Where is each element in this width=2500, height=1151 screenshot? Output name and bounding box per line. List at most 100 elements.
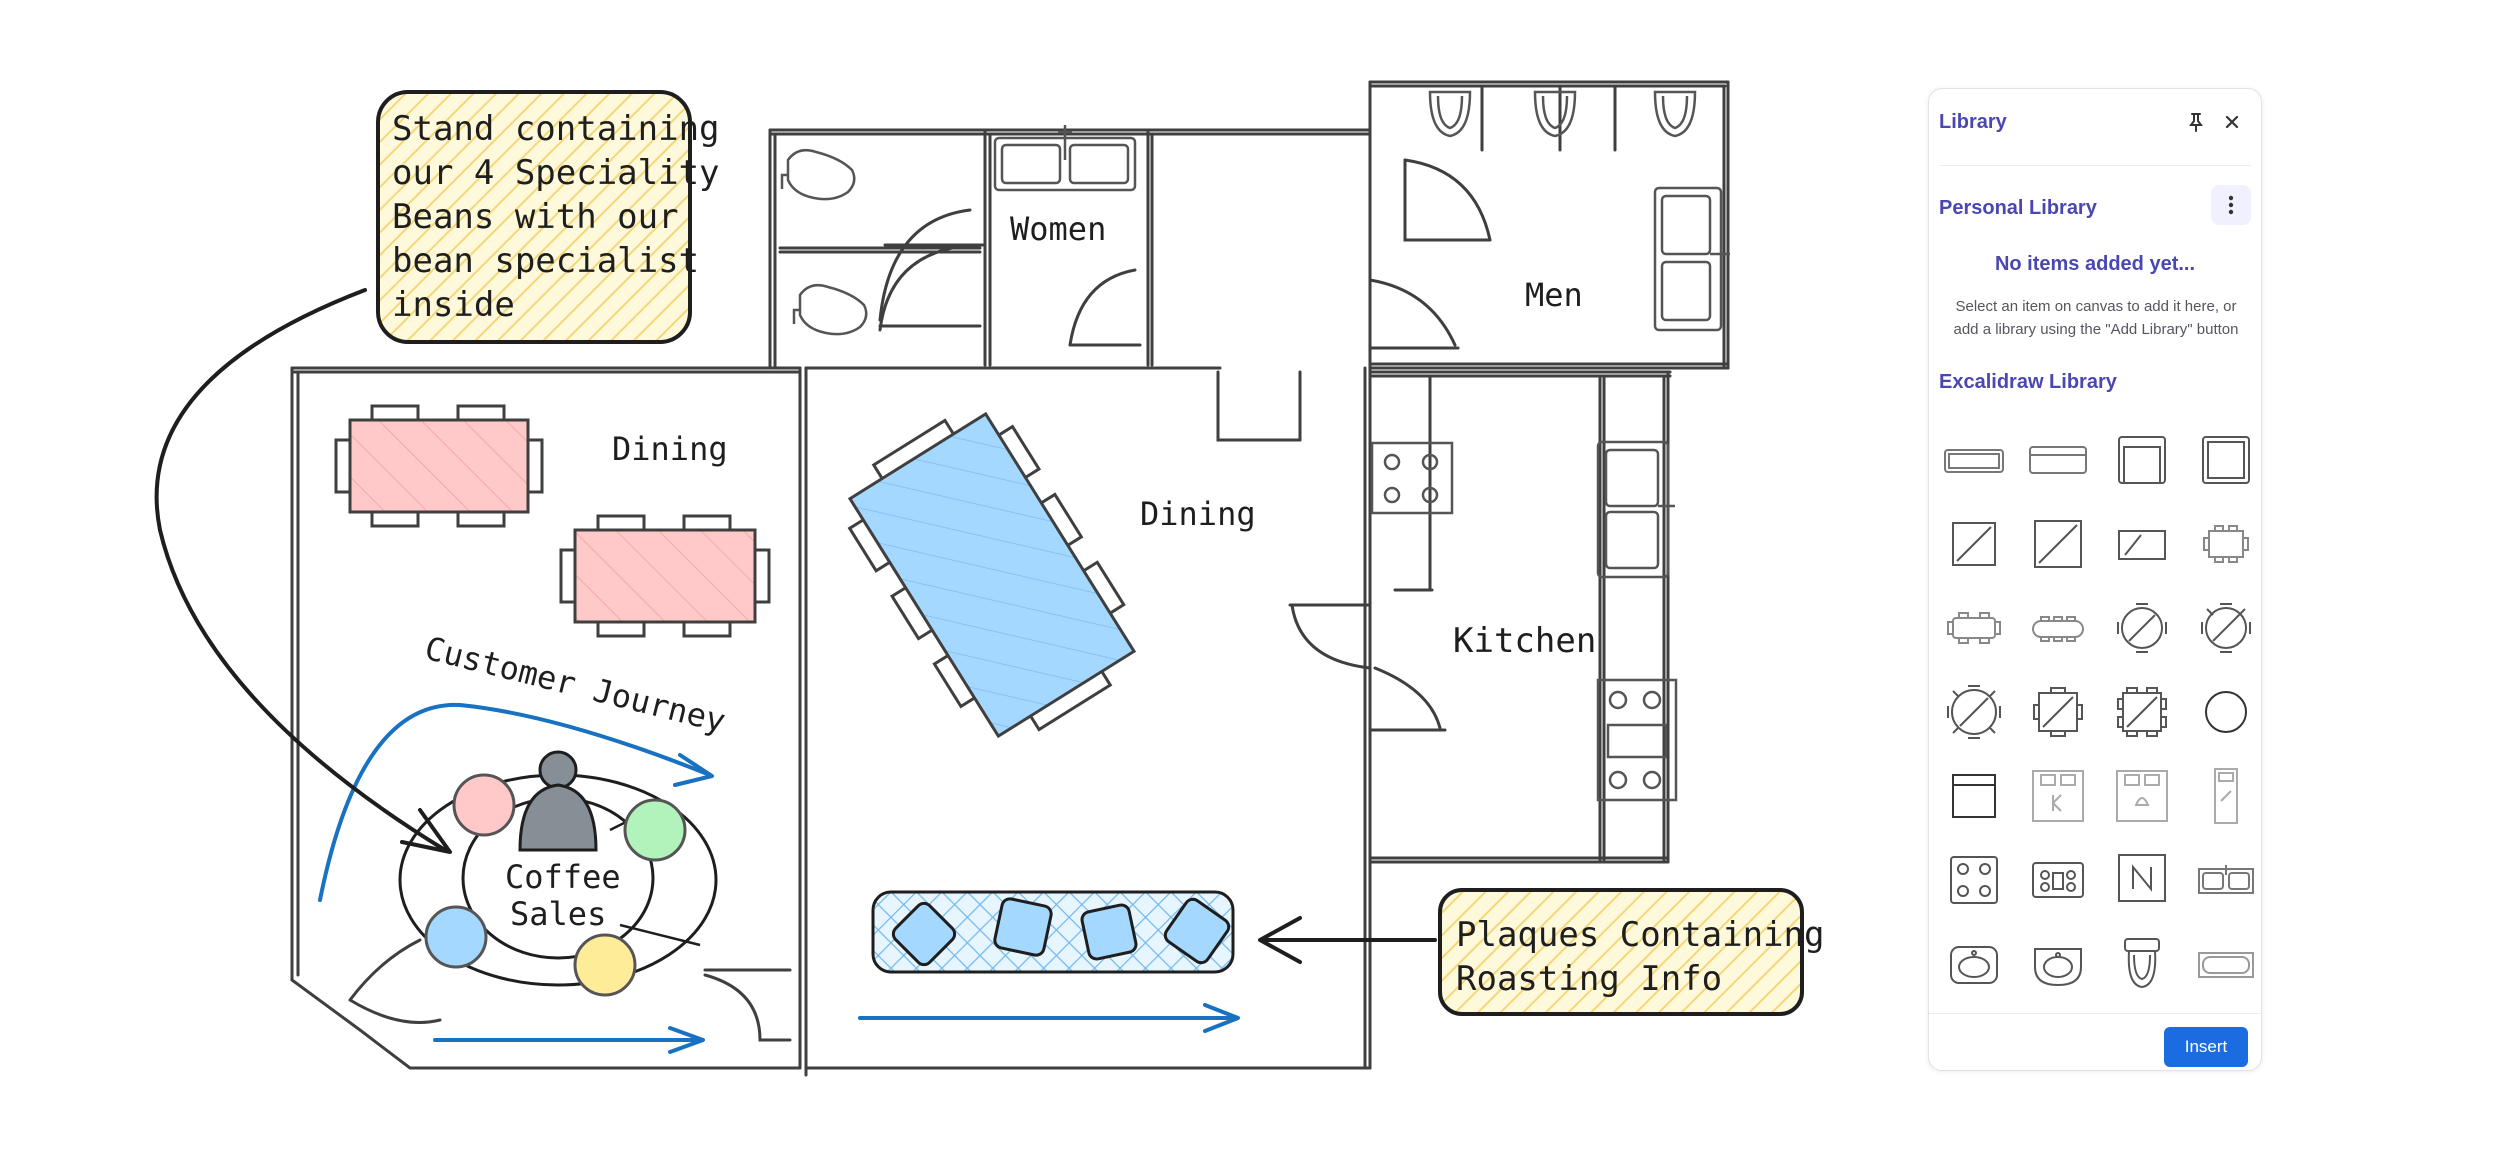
single-bed-icon — [2214, 768, 2238, 824]
library-item[interactable] — [2023, 761, 2093, 831]
fridge-icon — [2118, 854, 2166, 902]
square-table-8-chairs-icon — [2117, 687, 2167, 737]
oval-table-icon — [2032, 616, 2084, 642]
square-table-4-chairs-icon — [2033, 687, 2083, 737]
dining-table-blue — [847, 411, 1137, 739]
table-6-chairs-icon — [1947, 612, 2001, 644]
women-fixtures — [780, 125, 1137, 336]
divider — [1939, 165, 2251, 166]
dining-table-pink-2 — [559, 514, 771, 638]
stove-icon — [1950, 856, 1998, 904]
floor-plan-walls — [290, 80, 1730, 1077]
table-4-chairs-icon — [2203, 525, 2249, 563]
empty-library-title: No items added yet... — [1994, 253, 2196, 275]
kitchen-appliances — [1370, 440, 1678, 802]
bed-icon — [2032, 770, 2084, 822]
pin-button[interactable] — [2183, 109, 2209, 135]
library-item[interactable] — [2191, 929, 2261, 999]
library-item[interactable] — [2023, 593, 2093, 663]
bed-icon — [2116, 770, 2168, 822]
label-men: Men — [1525, 276, 1583, 314]
library-item[interactable] — [1939, 761, 2009, 831]
cooktop-icon — [2032, 862, 2084, 898]
label-customer-journey: Customer Journey — [421, 629, 729, 740]
close-icon — [2225, 115, 2239, 129]
coffee-label: Coffee — [505, 858, 621, 896]
armchair-icon — [2118, 436, 2166, 484]
circle-icon — [2205, 691, 2247, 733]
toilet-icon — [2124, 938, 2160, 989]
plaques-stand — [871, 890, 1235, 974]
library-item[interactable] — [1939, 509, 2009, 579]
men-fixtures — [1428, 90, 1730, 332]
library-item[interactable] — [2023, 677, 2093, 747]
library-item[interactable] — [2191, 593, 2261, 663]
square-table-icon — [2034, 520, 2082, 568]
library-item[interactable] — [2023, 509, 2093, 579]
library-item[interactable] — [1939, 425, 2009, 495]
library-item[interactable] — [2107, 677, 2177, 747]
label-dining-center: Dining — [1140, 495, 1256, 533]
library-item[interactable] — [2191, 509, 2261, 579]
round-table-4-icon — [2117, 603, 2167, 653]
note-line: bean specialist — [392, 241, 699, 281]
note-line: Roasting Info — [1456, 959, 1722, 999]
close-button[interactable] — [2219, 109, 2245, 135]
library-item[interactable] — [1939, 845, 2009, 915]
label-women: Women — [1010, 210, 1106, 248]
note-line: Stand containing — [392, 109, 720, 149]
divider — [1929, 1013, 2261, 1014]
bathtub-icon — [2198, 952, 2254, 978]
note-line: Plaques Containing — [1456, 915, 1824, 955]
note-plaques[interactable]: Plaques Containing Roasting Info — [1438, 888, 1824, 1016]
sofa-icon — [1944, 449, 2004, 473]
pin-icon — [2189, 113, 2203, 132]
label-dining-left: Dining — [612, 430, 728, 468]
cabinet-icon — [1952, 774, 1996, 818]
library-item[interactable] — [2107, 929, 2177, 999]
insert-button[interactable]: Insert — [2164, 1027, 2248, 1067]
library-header: Library — [1929, 89, 2261, 163]
library-menu-button[interactable] — [2211, 185, 2251, 225]
round-table-6-icon — [2201, 603, 2251, 653]
round-sink-icon — [2034, 948, 2082, 987]
armchair-icon — [2202, 436, 2250, 484]
library-item[interactable] — [2023, 845, 2093, 915]
note-line: our 4 Speciality — [392, 153, 720, 193]
sofa-icon — [2029, 446, 2087, 474]
library-item[interactable] — [2023, 425, 2093, 495]
library-item[interactable] — [2191, 425, 2261, 495]
library-item[interactable] — [2107, 761, 2177, 831]
library-item[interactable] — [2191, 845, 2261, 915]
library-item[interactable] — [2107, 845, 2177, 915]
sales-label: Sales — [510, 895, 606, 933]
empty-library-description: Select an item on canvas to add it here,… — [1953, 298, 2239, 338]
note-speciality-beans[interactable]: Stand containing our 4 Speciality Beans … — [376, 90, 720, 344]
coffee-sales-stand: Coffee Sales — [398, 750, 718, 997]
dining-table-pink-1 — [334, 404, 544, 528]
bean-specialist-figure — [518, 750, 598, 852]
label-kitchen: Kitchen — [1453, 621, 1596, 661]
library-item[interactable] — [1939, 929, 2009, 999]
note-line: Beans with our — [392, 197, 679, 237]
annotation-arrows — [154, 288, 1437, 964]
rect-table-icon — [2118, 530, 2166, 560]
library-item[interactable] — [2191, 761, 2261, 831]
square-table-icon — [1952, 522, 1996, 566]
library-item[interactable] — [1939, 677, 2009, 747]
library-panel: Library Personal Library No items added … — [1928, 88, 2262, 1071]
note-line: inside — [392, 285, 515, 325]
library-title: Library — [1939, 111, 2007, 133]
personal-library-title: Personal Library — [1939, 197, 2097, 219]
double-sink-icon — [2198, 865, 2254, 894]
library-item[interactable] — [2107, 425, 2177, 495]
library-item[interactable] — [2191, 677, 2261, 747]
library-item[interactable] — [2107, 509, 2177, 579]
library-item[interactable] — [2107, 593, 2177, 663]
round-table-8-icon — [1947, 685, 2001, 739]
dots-vertical-icon — [2228, 195, 2234, 215]
library-item[interactable] — [2023, 929, 2093, 999]
library-item[interactable] — [1939, 593, 2009, 663]
sink-icon — [1950, 946, 1998, 984]
